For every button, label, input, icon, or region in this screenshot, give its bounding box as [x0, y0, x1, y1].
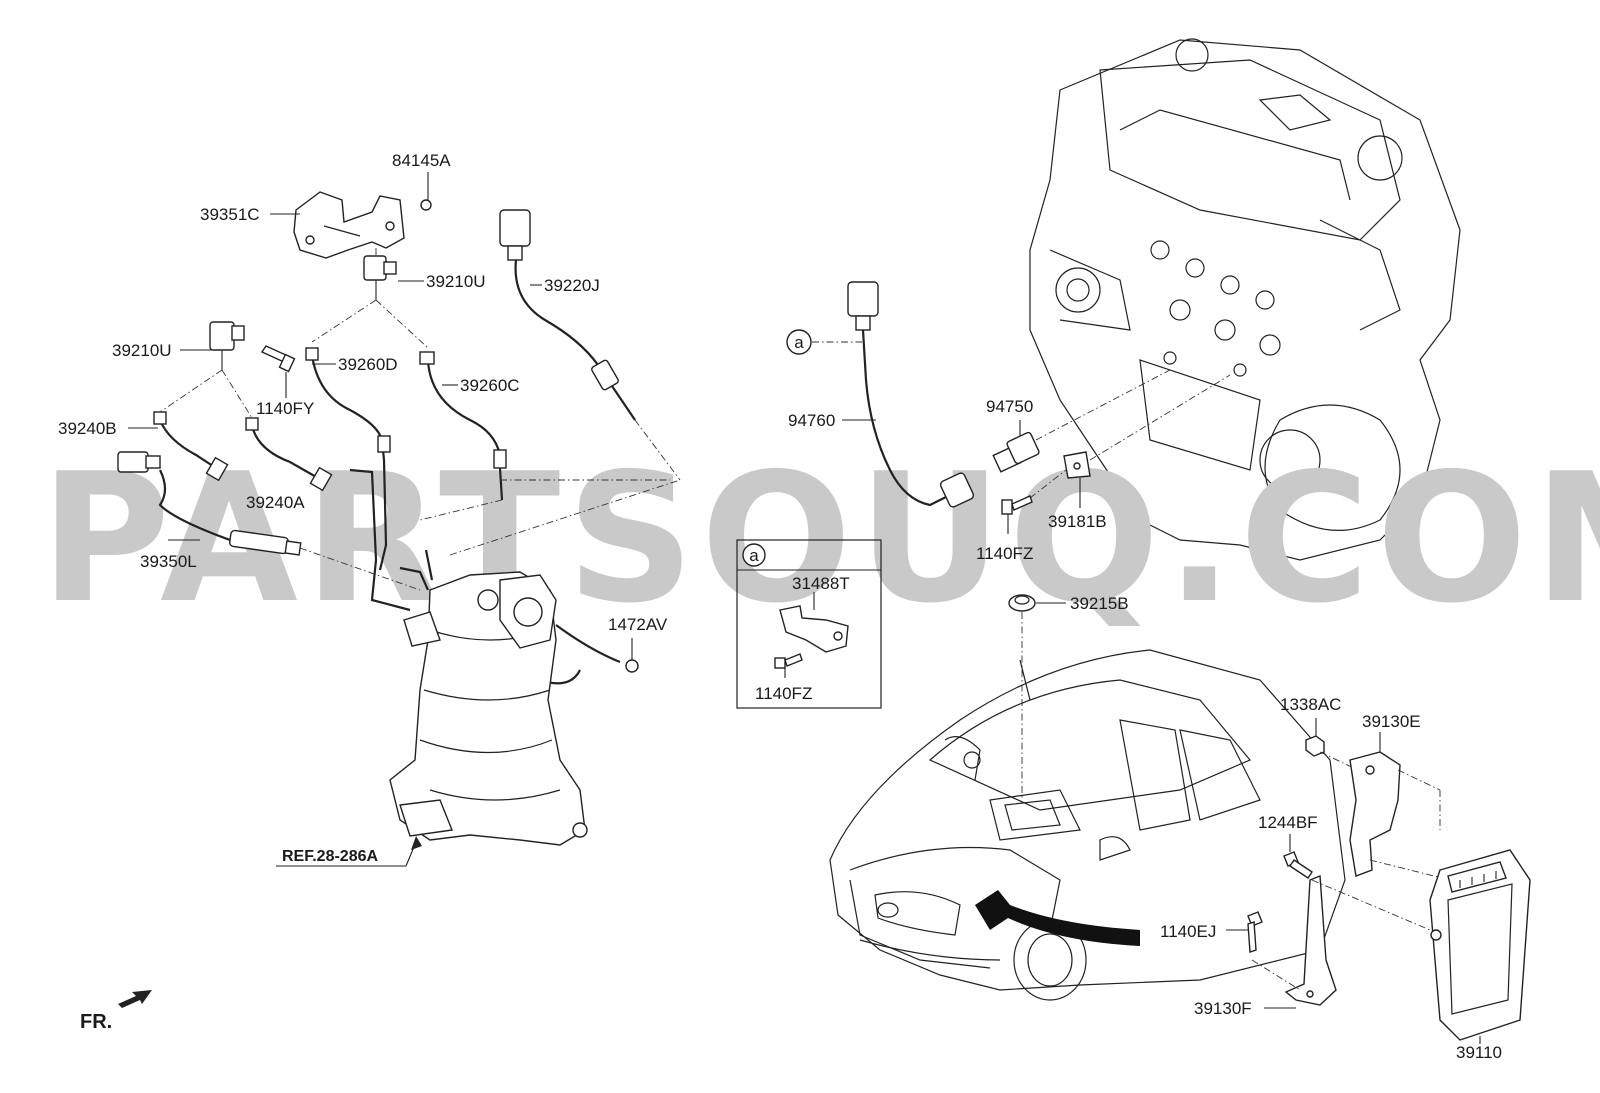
callout-a-letter: a — [794, 333, 804, 352]
label-1140fy: 1140FY — [256, 399, 314, 418]
label-39260d: 39260D — [338, 355, 398, 374]
hose-39240b — [153, 411, 229, 482]
detail-box-tag: a — [749, 546, 759, 565]
bolt-1140fy — [260, 345, 296, 373]
label-1338ac: 1338AC — [1280, 695, 1341, 714]
hose-39240a — [245, 417, 333, 492]
front-indicator: FR. — [80, 1011, 112, 1033]
nut-84145a — [420, 199, 432, 211]
oxygen-sensor-39350l — [117, 451, 302, 556]
label-39240b: 39240B — [58, 419, 117, 438]
label-39240a: 39240A — [246, 493, 305, 512]
bracket-39130f — [1284, 874, 1337, 1006]
reference-label[interactable]: REF.28-286A — [282, 848, 378, 865]
label-39351c: 39351C — [200, 205, 260, 224]
pressure-sensor-39210u-left — [209, 321, 245, 370]
label-39260c: 39260C — [460, 376, 520, 395]
label-39350l: 39350L — [140, 552, 197, 571]
hose-39260d — [305, 347, 391, 461]
bolt-1140ej — [1247, 911, 1263, 953]
bolt-1244bf — [1283, 851, 1313, 879]
label-1244bf: 1244BF — [1258, 813, 1318, 832]
bracket-39130e — [1349, 751, 1401, 877]
label-1472av: 1472AV — [608, 615, 668, 634]
grommet-39215b — [1008, 594, 1036, 612]
label-94760: 94760 — [788, 411, 835, 430]
callout-a-circle — [786, 329, 812, 355]
bracket-39181b — [1063, 451, 1091, 479]
pressure-sensor-39210u-top — [363, 255, 397, 300]
label-39210u-top: 39210U — [426, 272, 486, 291]
label-1140fz-box: 1140FZ — [755, 684, 812, 703]
label-39130f: 39130F — [1194, 999, 1252, 1018]
label-1140ej: 1140EJ — [1160, 922, 1216, 941]
label-1140fz-right: 1140FZ — [976, 544, 1033, 563]
temperature-sensor-39220j — [499, 209, 636, 421]
bracket-39351c — [293, 191, 432, 259]
label-31488t: 31488T — [792, 574, 850, 593]
label-39220j: 39220J — [544, 276, 600, 295]
pressure-sensor-94750 — [992, 431, 1040, 473]
front-arrow-icon — [118, 990, 152, 1008]
bolt-1140fz-right — [1001, 495, 1033, 515]
watermark: PARTSOUQ.COM — [40, 435, 1600, 642]
label-39210u-left: 39210U — [112, 341, 172, 360]
ecu-location-pointer — [975, 890, 1140, 946]
engine-block-illustration — [1029, 38, 1461, 561]
ecu-39110 — [1429, 849, 1531, 1041]
label-39215b: 39215B — [1070, 594, 1129, 613]
sensor-harness-94760 — [847, 281, 975, 508]
hose-39260c — [419, 351, 507, 469]
vehicle-illustration — [829, 649, 1346, 1001]
clamp-1472av — [625, 659, 639, 673]
label-39130e: 39130E — [1362, 712, 1421, 731]
label-94750: 94750 — [986, 397, 1033, 416]
label-84145a: 84145A — [392, 151, 451, 170]
label-39110: 39110 — [1456, 1043, 1502, 1062]
catalytic-converter — [389, 571, 588, 846]
detail-box-a — [736, 539, 882, 709]
label-39181b: 39181B — [1048, 512, 1107, 531]
